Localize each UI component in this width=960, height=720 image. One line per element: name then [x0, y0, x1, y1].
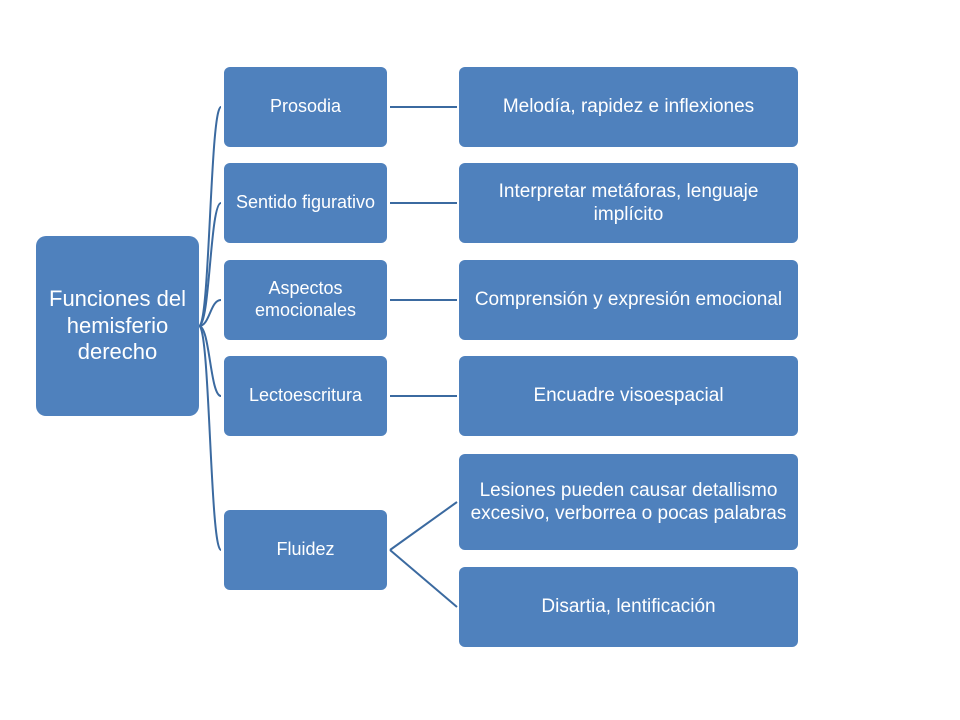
node-encuadre-visoespacial: Encuadre visoespacial	[459, 356, 798, 436]
node-prosodia-label: Prosodia	[269, 96, 342, 117]
node-fluidez-label: Fluidez	[276, 539, 335, 560]
connector-root-sentido	[198, 202, 222, 327]
node-fluidez: Fluidez	[224, 510, 387, 590]
connector-fluidez-child-2	[389, 549, 458, 608]
node-disartia: Disartia, lentificación	[459, 567, 798, 647]
node-comprension-expresion-label: Comprensión y expresión emocional	[474, 289, 783, 311]
node-lectoescritura: Lectoescritura	[224, 356, 387, 436]
root-node: Funciones del hemisferio derecho	[36, 236, 199, 416]
node-comprension-expresion: Comprensión y expresión emocional	[459, 260, 798, 340]
node-disartia-label: Disartia, lentificación	[541, 596, 716, 618]
connector-fluidez-child-1	[389, 501, 458, 551]
connector-root-prosodia	[198, 106, 222, 327]
root-node-label: Funciones del hemisferio derecho	[49, 285, 186, 365]
node-melodia: Melodía, rapidez e inflexiones	[459, 67, 798, 147]
node-melodia-label: Melodía, rapidez e inflexiones	[502, 96, 755, 118]
node-prosodia: Prosodia	[224, 67, 387, 147]
node-interpretar-metaforas: Interpretar metáforas, lenguaje implícit…	[459, 163, 798, 243]
node-sentido-figurativo-label: Sentido figurativo	[235, 192, 376, 213]
node-lesiones-label: Lesiones pueden causar detallismo excesi…	[470, 479, 787, 524]
connector-root-lectoescritura	[198, 325, 222, 397]
node-aspectos-emocionales: Aspectos emocionales	[224, 260, 387, 340]
node-lesiones: Lesiones pueden causar detallismo excesi…	[459, 454, 798, 550]
node-aspectos-emocionales-label: Aspectos emocionales	[254, 278, 357, 320]
node-sentido-figurativo: Sentido figurativo	[224, 163, 387, 243]
node-encuadre-visoespacial-label: Encuadre visoespacial	[533, 385, 724, 407]
node-lectoescritura-label: Lectoescritura	[248, 385, 363, 406]
connector-root-fluidez	[198, 325, 222, 551]
connector-root-aspectos	[198, 299, 222, 327]
node-interpretar-metaforas-label: Interpretar metáforas, lenguaje implícit…	[498, 180, 759, 225]
